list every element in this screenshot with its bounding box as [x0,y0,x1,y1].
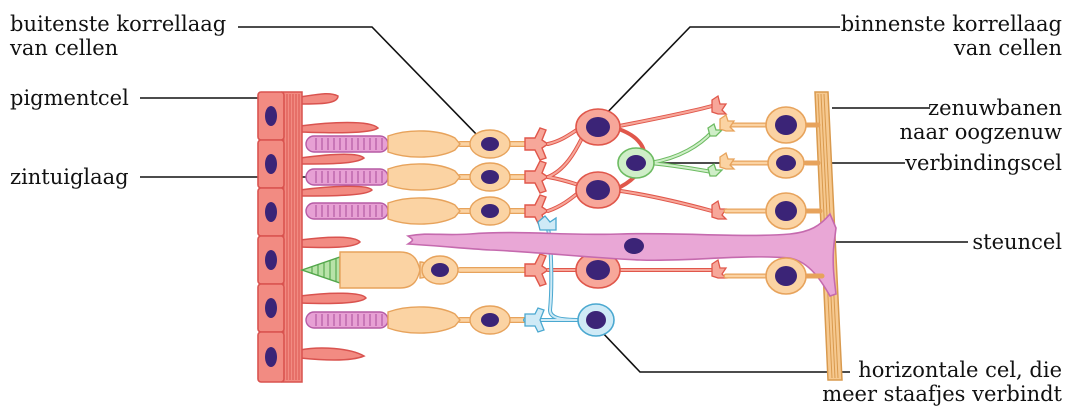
bipolar-cell [576,172,620,208]
ganglion-cell [766,258,806,294]
ganglion-cell [768,148,804,178]
label-binnenste-korrellaag: binnenste korrellaag van cellen [841,12,1062,60]
label-zintuiglaag: zintuiglaag [10,165,129,189]
label-pigmentcel: pigmentcel [10,86,129,110]
label-zenuwbanen: zenuwbanen naar oogzenuw [899,96,1062,144]
label-steuncel: steuncel [972,230,1062,254]
label-buitenste-korrellaag: buitenste korrellaag van cellen [10,12,226,60]
label-binnenste-line2: van cellen [841,36,1062,60]
leader-horizontale [600,330,850,372]
label-buitenste-line2: van cellen [10,36,226,60]
rod-cell [306,197,510,225]
label-zenuwbanen-line1: zenuwbanen [899,96,1062,120]
label-horizontale-cel: horizontale cel, die meer staafjes verbi… [822,358,1062,406]
rod-cell [306,306,510,334]
label-horizontale-line1: horizontale cel, die [822,358,1062,382]
label-zenuwbanen-line2: naar oogzenuw [899,120,1062,144]
label-buitenste-line1: buitenste korrellaag [10,12,226,36]
ganglion-cell [766,193,806,229]
label-binnenste-line1: binnenste korrellaag [841,12,1062,36]
label-verbindingscel: verbindingscel [905,151,1062,175]
connecting-cell [618,124,722,178]
bipolar-cell [576,109,620,145]
cone-cell [302,252,458,288]
synaptic-terminals [525,128,548,286]
ganglion-cell [766,107,806,143]
label-horizontale-line2: meer staafjes verbindt [822,382,1062,406]
